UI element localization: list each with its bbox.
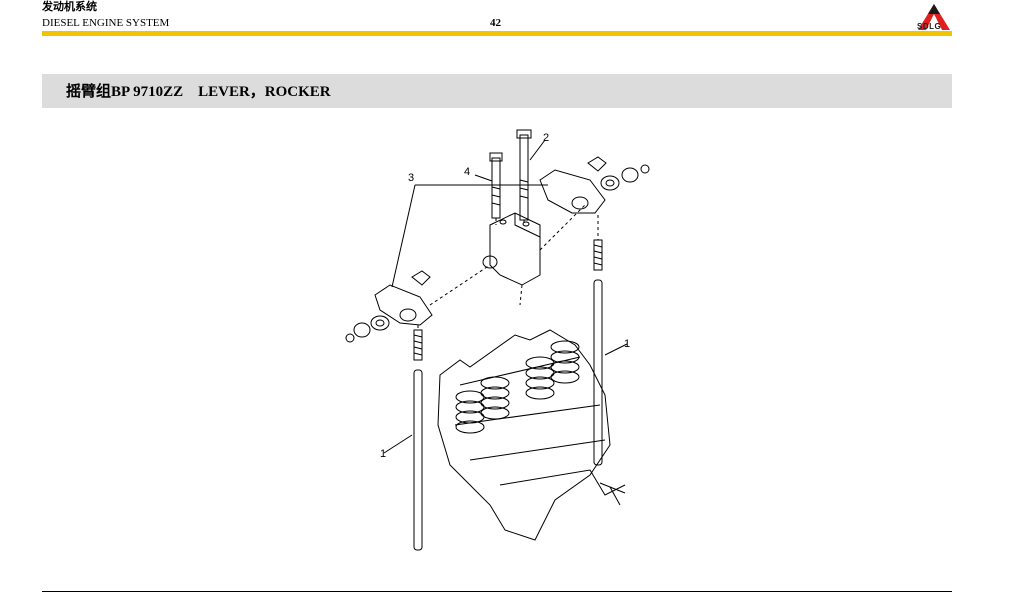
title-band: 摇臂组BP 9710ZZ LEVER，ROCKER	[42, 74, 952, 108]
push-rods-drawing	[413, 279, 603, 551]
callout-3: 3	[408, 172, 414, 184]
valve-springs-drawing	[455, 340, 580, 434]
exploded-parts-diagram: 1 1 2 3 4	[345, 129, 650, 551]
header-section-en: DIESEL ENGINE SYSTEM	[42, 17, 170, 29]
header-divider	[42, 31, 952, 36]
rocker-arms-drawing	[374, 169, 606, 326]
sdlg-logo-icon	[918, 4, 950, 30]
cylinder-head-drawing	[437, 329, 626, 541]
washers-drawing	[345, 156, 650, 343]
rocker-bracket-drawing	[482, 212, 541, 286]
callout-4: 4	[464, 166, 470, 178]
callout-1-right: 1	[624, 338, 630, 350]
header-section-cn: 发动机系统	[42, 1, 97, 13]
page-title: 摇臂组BP 9710ZZ LEVER，ROCKER	[66, 84, 331, 100]
logo-text: SDLG	[917, 22, 942, 31]
assembly-lines-drawing	[417, 204, 599, 330]
callout-2: 2	[543, 132, 549, 144]
callout-1-left: 1	[380, 448, 386, 460]
page-number: 42	[490, 17, 501, 29]
leader-lines	[383, 139, 628, 454]
footer-rule	[42, 591, 952, 592]
bolts-drawing	[489, 129, 532, 221]
